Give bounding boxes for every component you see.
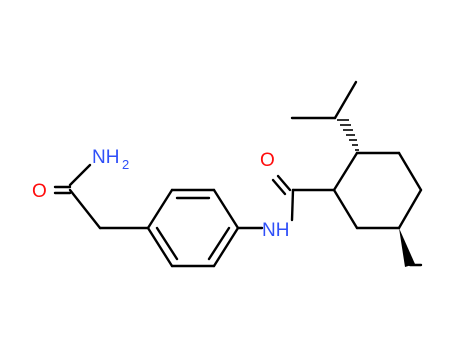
cyclo-bond-3 <box>397 151 423 192</box>
bond-isopropyl-right <box>333 80 358 120</box>
ring-inner-double-3 <box>155 226 179 261</box>
bond-c-o-right-1 <box>276 174 292 192</box>
ring-bond-6 <box>146 226 174 268</box>
solid-wedge-methyl <box>399 228 415 267</box>
bond-c-o-right-2 <box>271 178 287 196</box>
atom-o-right: O <box>260 150 275 171</box>
cyclo-bond-6 <box>332 188 359 230</box>
bond-nh-carbonyl <box>290 188 295 222</box>
bond-c-ch2 <box>68 188 102 230</box>
cyclo-bond-1 <box>332 151 359 192</box>
hashed-wedge-isopropyl <box>337 119 359 151</box>
ring-bond-1 <box>146 188 174 230</box>
atom-o-left: O <box>32 181 47 202</box>
atom-nh2-left: NH <box>92 147 119 168</box>
cyclo-bond-4 <box>397 188 423 230</box>
ring-bond-4 <box>212 226 240 268</box>
atom-nh2-subscript: 2 <box>122 157 129 172</box>
ring-inner-double-2 <box>207 226 231 261</box>
bond-c-nh2 <box>68 163 92 187</box>
ring-bond-3 <box>212 188 240 230</box>
atom-nh-center: NH <box>262 220 289 241</box>
